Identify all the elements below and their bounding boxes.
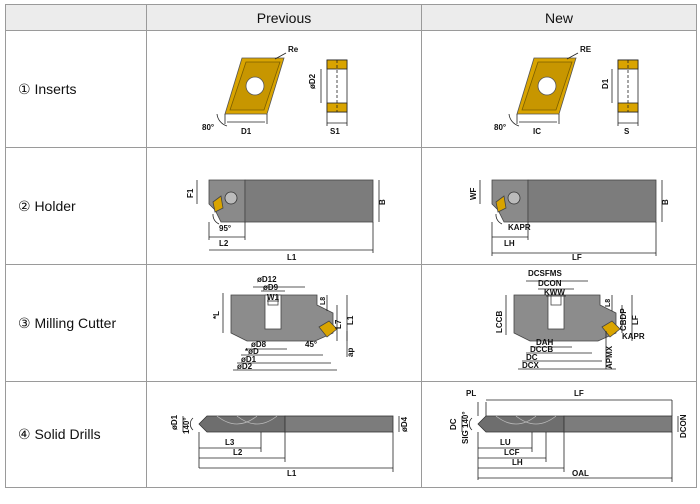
label-d4: øD4 [400,416,409,432]
row-label-holder: ② Holder [5,147,147,265]
label-dcx: DCX [522,361,540,370]
label-ap: ap [346,348,355,357]
label-sig: SIG 140° [461,411,470,444]
label-lccb: LCCB [495,311,504,333]
table-row: ② Holder F1 B 95° [5,147,697,265]
label-d: *øD [245,347,259,356]
inserts-previous-drawing: Re 80° D1 øD2 S1 [202,45,348,136]
label-re: RE [580,45,592,54]
inserts-new-cell: RE 80° IC D1 S [421,30,697,148]
header-new: New [421,4,697,31]
holder-new-cell: WF B KAPR LH LF [421,147,697,265]
label-re: Re [288,45,299,54]
row-label-solid-drills: ④ Solid Drills [5,381,147,488]
label-lf: LF [574,389,584,398]
inserts-previous-cell: Re 80° D1 øD2 S1 [146,30,422,148]
label-ic: IC [533,127,541,136]
label-l3: L3 [225,438,235,447]
label-l8: L8 [605,299,612,307]
label-angle: 140° [182,417,191,434]
label-angle: 80° [494,123,506,132]
label-lf: LF [631,315,640,325]
row-label-milling-cutter: ③ Milling Cutter [5,264,147,382]
holder-new-drawing: WF B KAPR LH LF [469,179,670,262]
label-l2: L2 [233,448,243,457]
label-angle: 45° [305,340,317,349]
label-angle: 80° [202,123,214,132]
table-row: ③ Milling Cutter [5,264,697,382]
label-dc: DC [526,353,538,362]
label-dah: DAH [536,338,554,347]
label-kapr: KAPR [622,332,645,341]
label-lh: LH [512,458,523,467]
label-d12: øD12 [257,275,277,284]
label-cbdp: CBDP [619,308,628,331]
label-kapr: KAPR [508,223,531,232]
label-dcsfms: DCSFMS [528,269,562,278]
milling-previous-drawing: øD12 øD9 W1 L8 *L L7 L1 øD8 45° *øD ap ø… [212,275,355,371]
table-row: ① Inserts [5,30,697,148]
label-s1: S1 [330,127,340,136]
label-d2: øD2 [237,362,253,371]
label-b: B [378,199,387,205]
label-l8: L8 [320,297,327,305]
drills-previous-cell: øD1 140° øD4 L3 L2 L1 [146,381,422,488]
label-dcon: DCON [679,414,688,438]
label-s: S [624,127,630,136]
drills-new-cell: PL LF DC SIG 140° DCON LU LCF LH OAL [421,381,697,488]
table-row: ④ Solid Drills [5,381,697,488]
comparison-table: Previous New ① Inserts [5,4,697,488]
row-label-inserts: ① Inserts [5,30,147,148]
label-d8: øD8 [251,340,267,349]
label-d1: øD1 [241,355,257,364]
label-d1: D1 [601,78,610,89]
label-l: *L [212,311,221,319]
drills-previous-drawing: øD1 140° øD4 L3 L2 L1 [170,414,409,478]
holder-previous-drawing: F1 B 95° L2 L1 [186,179,387,262]
inserts-new-drawing: RE 80° IC D1 S [494,45,639,136]
holder-previous-cell: F1 B 95° L2 L1 [146,147,422,265]
header-row: Previous New [5,4,697,31]
label-l1: L1 [287,253,297,262]
label-apmx: APMX [605,345,614,369]
label-angle: 95° [219,224,231,233]
label-oal: OAL [572,469,589,478]
label-lh: LH [504,239,515,248]
label-w1: W1 [267,293,280,302]
drills-new-drawing: PL LF DC SIG 140° DCON LU LCF LH OAL [449,389,688,482]
label-kww: KWW [544,288,565,297]
label-l2: L2 [219,239,229,248]
label-l1: L1 [346,315,355,325]
label-d1: D1 [241,127,252,136]
label-pl: PL [466,389,476,398]
label-f1: F1 [186,188,195,198]
header-label-col [5,4,147,31]
label-b: B [661,199,670,205]
label-wf: WF [469,187,478,200]
label-lf: LF [572,253,582,262]
milling-previous-cell: øD12 øD9 W1 L8 *L L7 L1 øD8 45° *øD ap ø… [146,264,422,382]
label-dcon: DCON [538,279,562,288]
milling-new-cell: DCSFMS DCON KWW L8 LCCB CBDP LF KAPR DAH… [421,264,697,382]
label-d9: øD9 [263,283,279,292]
milling-new-drawing: DCSFMS DCON KWW L8 LCCB CBDP LF KAPR DAH… [495,269,645,370]
label-l1: L1 [287,469,297,478]
label-dccb: DCCB [530,345,553,354]
label-d1: øD1 [170,414,179,430]
header-previous: Previous [146,4,422,31]
label-d2: øD2 [308,73,317,89]
label-dc: DC [449,418,458,430]
label-l7: L7 [334,319,343,329]
label-lu: LU [500,438,511,447]
label-lcf: LCF [504,448,520,457]
